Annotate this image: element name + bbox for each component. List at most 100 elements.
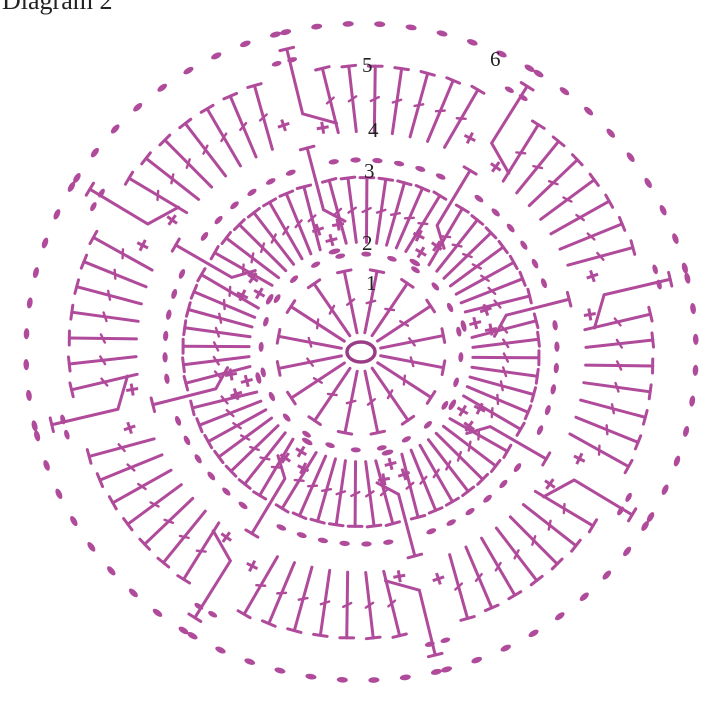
chain-stitch bbox=[583, 105, 595, 117]
stitch-top-bar bbox=[248, 84, 261, 88]
chain-stitch bbox=[229, 200, 240, 211]
chain-stitch bbox=[25, 389, 32, 401]
stitch-top-bar bbox=[366, 637, 380, 639]
chain-stitch bbox=[682, 425, 690, 437]
chain-stitch bbox=[206, 470, 217, 481]
chain-stitch bbox=[452, 377, 460, 388]
stitch-top-bar bbox=[538, 332, 540, 346]
chain-stitch bbox=[490, 207, 501, 218]
chain-stitch bbox=[660, 483, 670, 496]
chain-stitch bbox=[337, 677, 348, 683]
stitch-slash bbox=[272, 467, 281, 468]
chain-stitch bbox=[430, 281, 440, 292]
chain-stitch bbox=[605, 127, 617, 139]
chain-stitch bbox=[317, 537, 328, 544]
chain-stitch bbox=[498, 478, 509, 489]
stitch-slash bbox=[104, 313, 107, 321]
round-label-5: 5 bbox=[362, 53, 373, 77]
chain-stitch bbox=[622, 545, 633, 557]
chain-stitch bbox=[499, 643, 512, 653]
chain-stitch bbox=[527, 628, 539, 639]
stitch-slash bbox=[321, 601, 329, 604]
chain-stitch bbox=[368, 677, 379, 683]
chain-stitch bbox=[182, 435, 191, 447]
chain-stitch bbox=[425, 527, 437, 536]
chain-stitch bbox=[258, 342, 264, 352]
stitch-top-bar bbox=[151, 398, 154, 412]
round-label-3: 3 bbox=[364, 159, 375, 183]
stitch-slash bbox=[457, 118, 466, 119]
stitch-top-bar bbox=[280, 47, 294, 50]
chain-stitch bbox=[643, 177, 654, 189]
chain-stitch bbox=[207, 610, 218, 619]
stitch-slash bbox=[503, 368, 506, 376]
stitch-top-bar bbox=[395, 68, 409, 70]
chain-stitch bbox=[681, 262, 689, 274]
stitch-slash bbox=[377, 210, 385, 213]
chain-stitch bbox=[558, 86, 570, 97]
chain-stitch bbox=[544, 404, 552, 415]
chain-stitch bbox=[244, 657, 256, 666]
single-crochet-stitch-bar bbox=[124, 426, 135, 430]
stitch-slash bbox=[261, 458, 270, 460]
chain-stitch bbox=[692, 365, 698, 376]
diagram-title: Diagram 2 bbox=[2, 0, 112, 16]
stitch-top-bar bbox=[643, 411, 647, 425]
chain-stitch bbox=[165, 309, 172, 320]
chain-stitch bbox=[601, 569, 613, 581]
chain-stitch bbox=[177, 268, 186, 280]
chain-stitch bbox=[109, 123, 121, 135]
stitch-slash bbox=[299, 598, 308, 600]
chain-stitch bbox=[553, 363, 559, 374]
chain-stitch bbox=[466, 38, 478, 47]
stitch-slash bbox=[533, 166, 542, 168]
stitch-top-bar bbox=[338, 270, 351, 273]
chain-stitch bbox=[193, 453, 203, 465]
chain-stitch bbox=[31, 420, 39, 432]
stitch-top-bar bbox=[669, 272, 672, 286]
chain-stitch bbox=[342, 21, 353, 27]
stitch-top-bar bbox=[311, 519, 324, 523]
chain-stitch bbox=[69, 515, 80, 527]
stitch-top-bar bbox=[338, 431, 351, 434]
stitch-top-bar bbox=[183, 358, 185, 372]
stitch-slash bbox=[171, 174, 173, 183]
stitch-slash bbox=[492, 408, 493, 417]
stitch-top-bar bbox=[75, 280, 79, 294]
chain-stitch bbox=[683, 272, 691, 284]
chain-stitch bbox=[504, 85, 515, 94]
chain-stitch bbox=[401, 435, 412, 444]
single-crochet-stitch-bar bbox=[437, 573, 441, 584]
chain-stitch bbox=[285, 168, 297, 177]
chain-stitch bbox=[41, 237, 50, 249]
stitch-slash bbox=[157, 191, 158, 200]
chain-stitch bbox=[554, 611, 566, 622]
stitch-top-bar bbox=[184, 376, 188, 390]
single-crochet-stitch-bar bbox=[337, 219, 339, 231]
stitch-top-bar bbox=[393, 634, 406, 637]
chain-stitch bbox=[26, 297, 33, 309]
chain-stitch bbox=[105, 565, 117, 577]
stitch-slash bbox=[469, 442, 471, 451]
stitch-slash bbox=[367, 301, 375, 303]
chain-stitch bbox=[361, 541, 372, 546]
stitch-slash bbox=[216, 328, 219, 336]
chain-stitch bbox=[246, 187, 258, 197]
chain-stitch bbox=[376, 444, 387, 451]
stitch-slash bbox=[317, 319, 318, 328]
magic-ring bbox=[347, 342, 375, 362]
stitch-slash bbox=[441, 236, 450, 237]
chain-stitch bbox=[301, 429, 312, 439]
chain-stitch bbox=[267, 391, 276, 402]
chain-stitch bbox=[86, 541, 97, 553]
round-label-1: 1 bbox=[366, 271, 377, 295]
stitch-top-bar bbox=[428, 653, 442, 656]
stitch-slash bbox=[391, 213, 400, 215]
single-crochet-stitch-bar bbox=[398, 570, 400, 582]
chain-stitch bbox=[239, 39, 251, 48]
stitch-layer bbox=[23, 21, 699, 683]
chain-stitch bbox=[174, 415, 183, 427]
stitch-top-bar bbox=[87, 450, 91, 464]
chain-stitch bbox=[335, 253, 346, 260]
stitch-top-bar bbox=[277, 329, 280, 343]
